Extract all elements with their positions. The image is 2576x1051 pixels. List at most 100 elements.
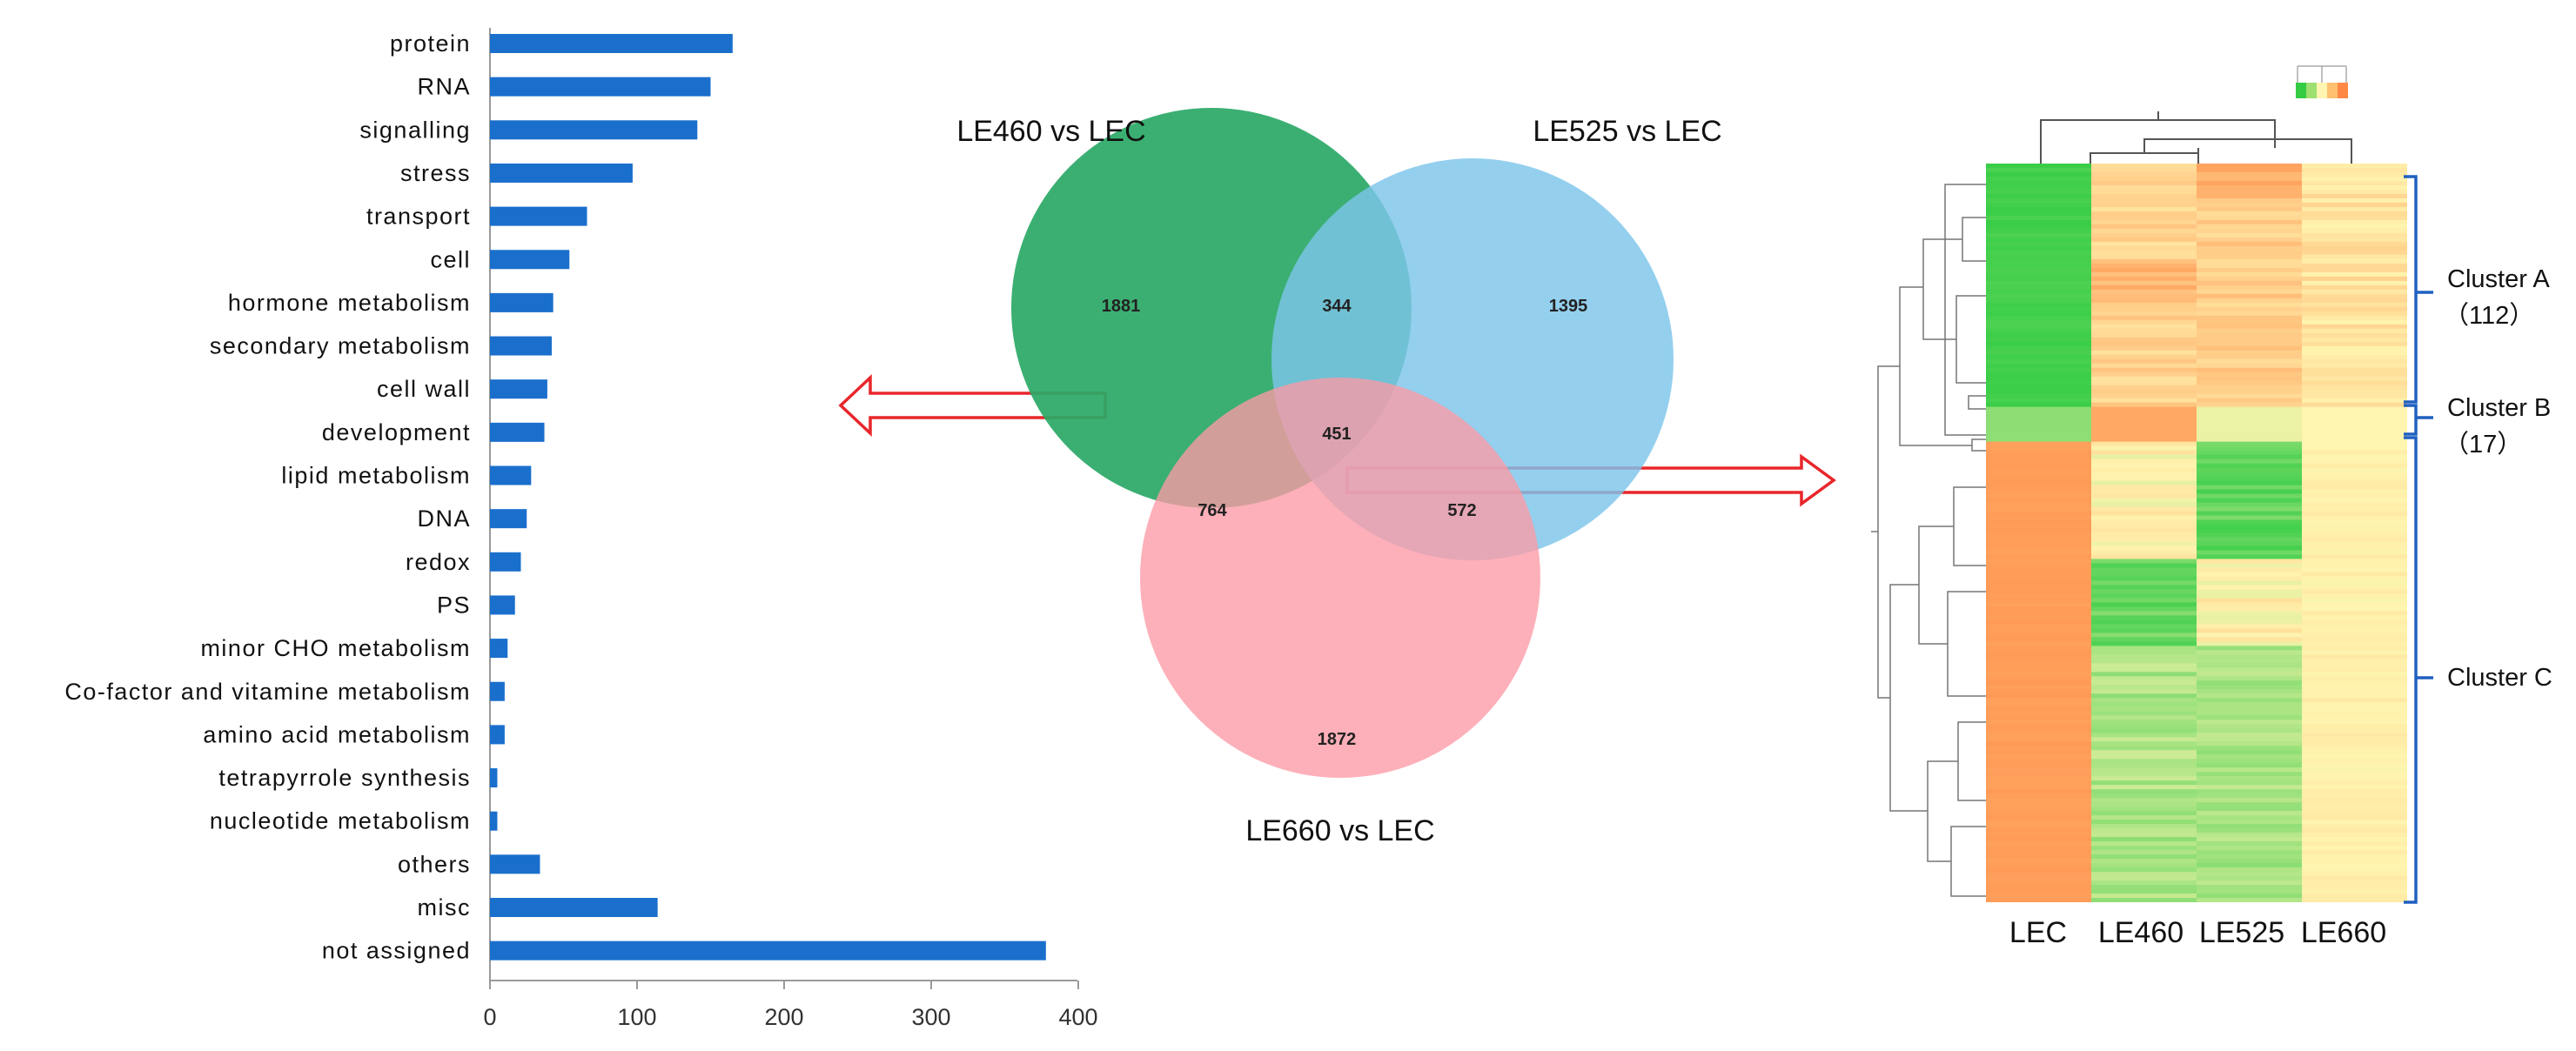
heatmap-cell bbox=[2197, 841, 2303, 847]
heatmap-cell bbox=[2197, 289, 2303, 295]
heatmap-cell bbox=[2091, 885, 2197, 890]
heatmap-cell bbox=[2091, 306, 2197, 312]
heatmap-cell bbox=[2302, 637, 2407, 642]
category-label-not-assigned: not assigned bbox=[322, 938, 471, 964]
heatmap-cell bbox=[2197, 885, 2303, 890]
heatmap-cell bbox=[2091, 319, 2197, 325]
heatmap-cell bbox=[2091, 880, 2197, 886]
heatmap-cell bbox=[2302, 611, 2407, 616]
cluster-brackets bbox=[2404, 175, 2433, 904]
heatmap-cell bbox=[2091, 563, 2197, 569]
heatmap-cell bbox=[2302, 615, 2407, 620]
heatmap-cell bbox=[2197, 576, 2303, 582]
heatmap-cell bbox=[2197, 176, 2303, 182]
heatmap-cell bbox=[2091, 759, 2197, 764]
heatmap-cell bbox=[2302, 393, 2407, 399]
heatmap-cell bbox=[2302, 502, 2407, 508]
heatmap-cell bbox=[2197, 798, 2303, 803]
bar-cell-wall bbox=[490, 379, 547, 399]
heatmap-cell bbox=[1986, 641, 2092, 646]
heatmap-cell bbox=[2091, 780, 2197, 786]
heatmap-cell bbox=[2197, 189, 2303, 195]
heatmap-cell bbox=[1986, 676, 2092, 681]
heatmap-cell bbox=[1986, 550, 2092, 556]
heatmap-cell bbox=[2091, 667, 2197, 673]
bar-others bbox=[490, 854, 540, 874]
heatmap-cell bbox=[2091, 541, 2197, 547]
venn-count-le460-only: 1881 bbox=[1102, 297, 1141, 316]
heatmap-cell bbox=[2091, 389, 2197, 395]
heatmap-cell bbox=[2197, 372, 2303, 378]
heatmap-cell bbox=[1986, 493, 2092, 499]
cluster-b-label: Cluster B bbox=[2447, 394, 2551, 422]
heatmap-cell bbox=[2197, 202, 2303, 208]
heatmap-cell bbox=[2091, 189, 2197, 195]
heatmap-cell bbox=[2091, 663, 2197, 668]
heatmap-cell bbox=[2091, 315, 2197, 321]
heatmap-cell bbox=[2197, 859, 2303, 864]
heatmap-cell bbox=[1986, 267, 2092, 273]
heatmap-cell bbox=[2302, 263, 2407, 269]
heatmap-cell bbox=[1986, 341, 2092, 347]
heatmap-cell bbox=[2091, 824, 2197, 829]
heatmap-cell bbox=[2091, 337, 2197, 343]
heatmap-cell bbox=[2197, 345, 2303, 351]
heatmap-cell bbox=[1986, 350, 2092, 356]
heatmap-cell bbox=[1986, 889, 2092, 894]
heatmap-cell bbox=[2197, 250, 2303, 256]
heatmap-cell bbox=[2091, 867, 2197, 873]
heatmap-cell bbox=[2302, 428, 2407, 434]
heatmap-cell bbox=[2302, 833, 2407, 838]
heatmap-cell bbox=[2091, 380, 2197, 386]
heatmap-cell bbox=[2091, 659, 2197, 664]
heatmap-cell bbox=[2197, 472, 2303, 478]
bar-ps bbox=[490, 595, 515, 615]
heatmap-cell bbox=[1986, 746, 2092, 751]
heatmap-cell bbox=[2091, 798, 2197, 803]
heatmap-cell bbox=[2091, 641, 2197, 646]
heatmap-cell bbox=[2197, 354, 2303, 360]
heatmap-cell bbox=[2302, 250, 2407, 256]
cluster-a-label: Cluster A bbox=[2447, 265, 2550, 293]
heatmap-cell bbox=[2197, 454, 2303, 460]
heatmap-cell bbox=[2197, 245, 2303, 251]
heatmap-cell bbox=[1986, 811, 2092, 816]
heatmap-cell bbox=[2197, 263, 2303, 269]
heatmap-cell bbox=[2091, 746, 2197, 751]
heatmap-cell bbox=[2091, 502, 2197, 508]
heatmap-cell bbox=[1986, 502, 2092, 508]
heatmap-cell bbox=[2197, 706, 2303, 712]
heatmap-cell bbox=[2091, 424, 2197, 430]
bar-chart: proteinRNAsignallingstresstransportcellh… bbox=[64, 28, 1098, 1030]
heatmap-cell bbox=[1986, 385, 2092, 391]
heatmap-cell bbox=[2302, 841, 2407, 847]
venn-count-le660-only: 1872 bbox=[1318, 730, 1357, 749]
heatmap-cell bbox=[2197, 276, 2303, 282]
heatmap-cell bbox=[2302, 894, 2407, 899]
heatmap-cell bbox=[2197, 750, 2303, 755]
heatmap-cell bbox=[2197, 428, 2303, 434]
heatmap-cell bbox=[2302, 641, 2407, 646]
heatmap-cell bbox=[1986, 232, 2092, 238]
heatmap-cell bbox=[2091, 345, 2197, 351]
heatmap-cell bbox=[2091, 176, 2197, 182]
x-tick-label-300: 300 bbox=[911, 1004, 950, 1030]
heatmap-cell bbox=[1986, 463, 2092, 469]
heatmap-cell bbox=[2302, 846, 2407, 851]
heatmap-cell bbox=[2197, 733, 2303, 738]
heatmap-cell bbox=[2091, 376, 2197, 382]
heatmap-cell bbox=[1986, 519, 2092, 526]
heatmap-cell bbox=[1986, 450, 2092, 456]
heatmap-cell bbox=[1986, 476, 2092, 482]
heatmap-cell bbox=[2091, 720, 2197, 725]
heatmap-cell bbox=[2197, 424, 2303, 430]
heatmap-cell bbox=[2197, 211, 2303, 217]
heatmap-cell bbox=[2302, 454, 2407, 460]
heatmap-cell bbox=[2197, 693, 2303, 699]
heatmap-cell bbox=[1986, 898, 2092, 902]
heatmap-cell bbox=[2091, 311, 2197, 317]
heatmap-cell bbox=[2302, 550, 2407, 556]
heatmap-cell bbox=[2091, 615, 2197, 620]
heatmap-cell bbox=[2302, 576, 2407, 582]
